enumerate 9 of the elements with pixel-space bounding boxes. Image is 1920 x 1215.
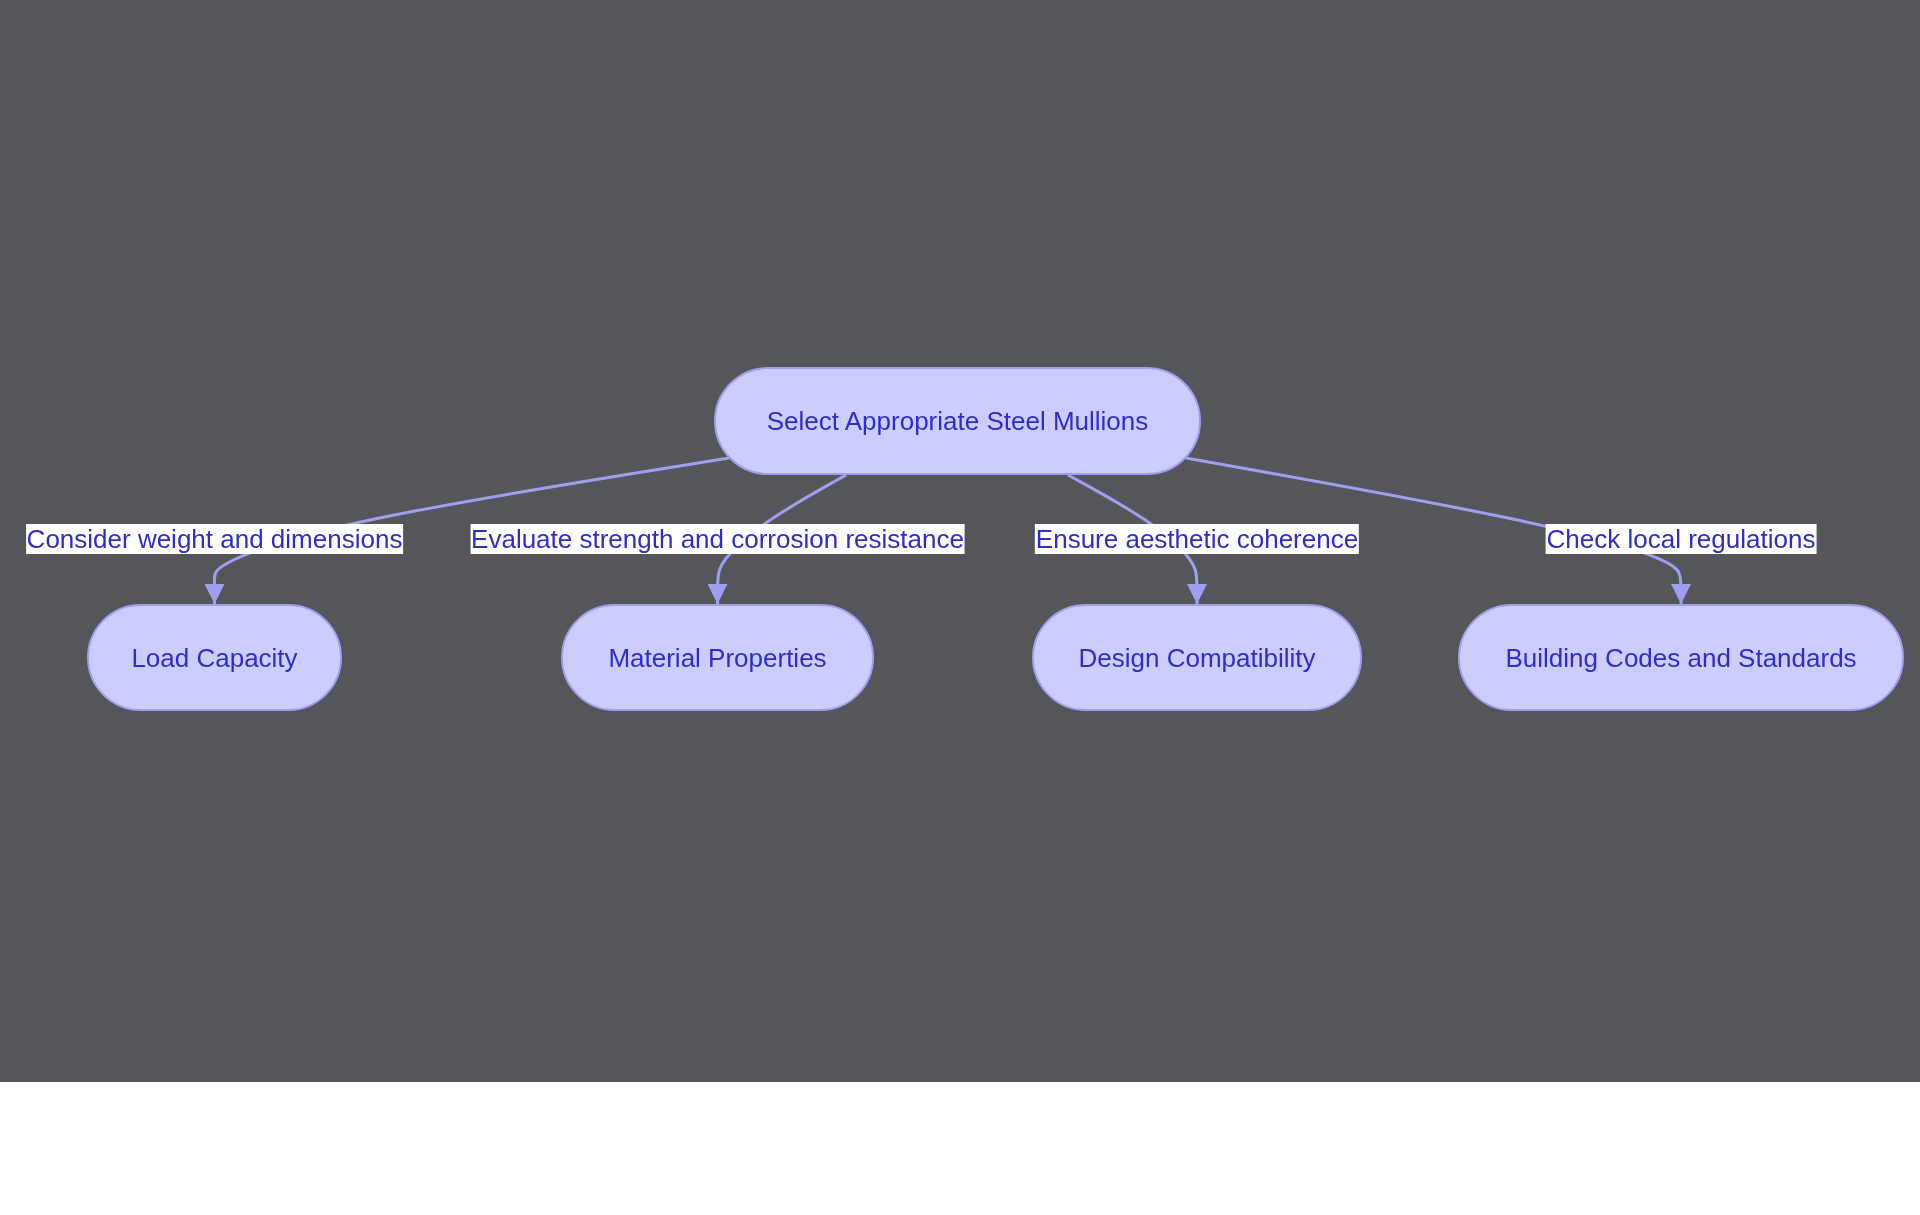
node-label: Select Appropriate Steel Mullions [766,406,1149,436]
node-label: Design Compatibility [1078,642,1316,673]
edge-label: Check local regulations [1545,524,1817,554]
edge-label: Ensure aesthetic coherence [1034,524,1360,554]
edge-label: Consider weight and dimensions [25,524,404,554]
node-label: Load Capacity [131,642,298,673]
node-label: Material Properties [608,642,827,673]
edge-label: Evaluate strength and corrosion resistance [470,524,965,554]
node-label: Building Codes and Standards [1505,642,1857,673]
